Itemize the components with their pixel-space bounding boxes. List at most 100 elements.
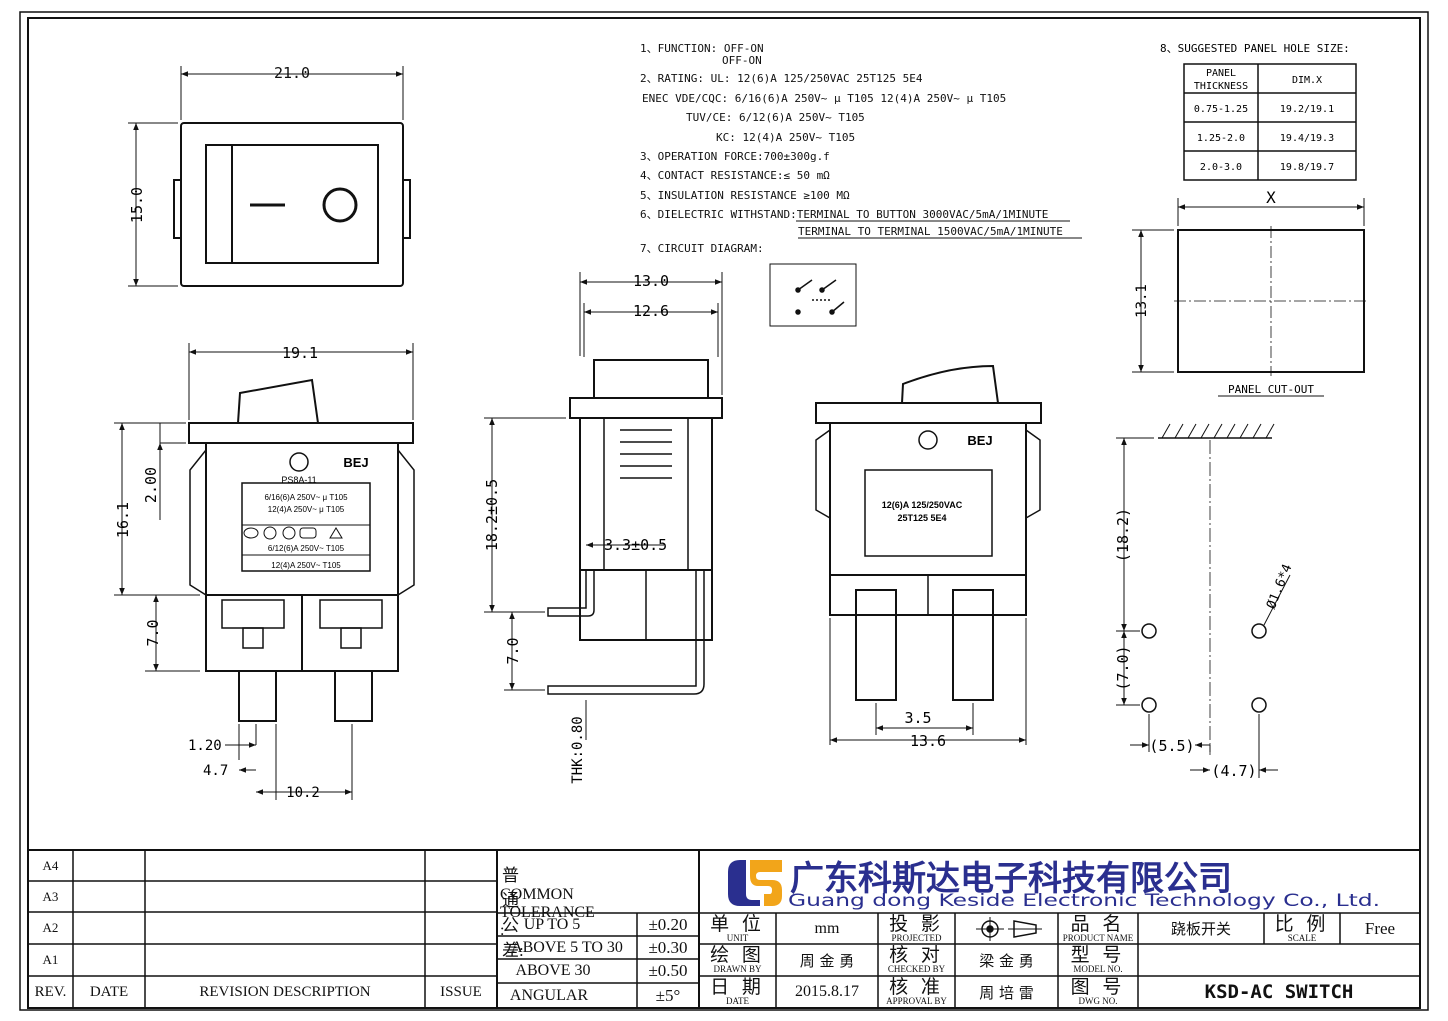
- dim-16-1: 16.1: [114, 502, 132, 538]
- date-header: DATE: [89, 983, 129, 1000]
- dim-width-21: 21.0: [274, 64, 310, 82]
- rev-header: REV.: [34, 983, 67, 1000]
- tol-row-4-label: ANGULAR: [509, 986, 589, 1004]
- issue-header: ISSUE: [440, 983, 482, 1000]
- tolerance-title-en: COMMON TOLERANCE :: [500, 886, 595, 939]
- tolerance-title-cn: 普通公差:: [502, 866, 524, 960]
- rev-row-a3: A3: [42, 888, 59, 904]
- back-brand: BEJ: [967, 433, 992, 448]
- spec-4: TUV/CE: 6/12(6)A 250V~ T105: [686, 111, 865, 124]
- dim-13-0: 13.0: [633, 272, 669, 290]
- rev-row-a2: A2: [42, 920, 59, 935]
- front-view: [128, 66, 411, 287]
- dim-7-0-mid: 7.0: [504, 637, 522, 664]
- dim-19-1: 19.1: [282, 344, 318, 362]
- unit-value: mm: [814, 919, 840, 937]
- spec-list: 1、FUNCTION: OFF-ON OFF-ON 2、RATING: UL: …: [640, 42, 1063, 255]
- tol-row-2-value: ±0.30: [648, 937, 688, 957]
- revision-description-header: REVISION DESCRIPTION: [199, 983, 371, 1000]
- side-brand: BEJ: [343, 455, 368, 470]
- dim-13-6: 13.6: [910, 732, 946, 750]
- product-name-value: 跷板开关: [1170, 920, 1231, 938]
- drawn-by-value: 周 金 勇: [799, 951, 855, 970]
- circuit-diagram: [769, 263, 857, 327]
- panel-cutout: [1132, 198, 1368, 397]
- tol-row-3-label: ABOVE 30: [515, 962, 591, 979]
- panel-hole-title: 8、SUGGESTED PANEL HOLE SIZE:: [1160, 42, 1350, 55]
- company-name-cn: 广东科斯达电子科技有限公司: [790, 859, 1232, 899]
- side-label-2: 12(4)A 250V~ μ T105: [268, 505, 345, 514]
- spec-5: KC: 12(4)A 250V~ T105: [716, 131, 855, 144]
- ph-r1-c1: 0.75-1.25: [1194, 104, 1248, 115]
- tol-row-3-value: ±0.50: [648, 961, 688, 980]
- projection-symbol-icon: [976, 917, 1042, 941]
- dim-7-0-left: 7.0: [144, 619, 162, 646]
- tol-row-1-value: ±0.20: [648, 914, 688, 934]
- dim-3-5: 3.5: [904, 709, 931, 727]
- middle-view: [484, 272, 723, 740]
- ph-r1-c2: 19.2/19.1: [1280, 104, 1334, 115]
- ph-head-1a: PANEL: [1206, 68, 1236, 79]
- dim-3-3: 3.3±0.5: [604, 536, 667, 554]
- ph-r2-c1: 1.25-2.0: [1197, 133, 1245, 144]
- spec-1: 1、FUNCTION: OFF-ON: [640, 42, 764, 55]
- rev-row-a4: A4: [42, 857, 59, 873]
- spec-8: 5、INSULATION RESISTANCE ≥100 MΩ: [640, 189, 850, 202]
- spec-6: 3、OPERATION FORCE:700±300g.f: [640, 150, 830, 163]
- pcb-dim-7-0: (7.0): [1114, 645, 1132, 690]
- outer-border: [19, 11, 1429, 1011]
- spec-7: 4、CONTACT RESISTANCE:≤ 50 mΩ: [640, 169, 830, 182]
- ph-r3-c2: 19.8/19.7: [1280, 162, 1334, 173]
- ph-r2-c2: 19.4/19.3: [1280, 133, 1334, 144]
- company-name-en: Guang dong Keside Electronic Technology …: [788, 891, 1380, 911]
- tol-row-1-label: UP TO 5: [523, 915, 581, 933]
- company-logo-icon: [728, 860, 782, 906]
- pcb-hole: Ø1.6*4: [1264, 562, 1296, 611]
- pcb-dim-18-2: (18.2): [1114, 508, 1132, 562]
- spec-9: 6、DIELECTRIC WITHSTAND:TERMINAL TO BUTTO…: [640, 208, 1048, 221]
- spec-10: TERMINAL TO TERMINAL 1500VAC/5mA/1MINUTE: [798, 225, 1063, 238]
- spec-1b: OFF-ON: [722, 54, 762, 67]
- tol-row-4-value: ±5°: [655, 985, 681, 1005]
- cutout-x: X: [1266, 188, 1276, 207]
- cert-marks: [243, 526, 343, 540]
- dim-thk: THK:0.80: [570, 716, 586, 783]
- cutout-height: 13.1: [1134, 284, 1150, 318]
- dim-12-6: 12.6: [633, 302, 669, 320]
- date-value: 2015.8.17: [795, 983, 859, 1000]
- title-block-grid: [28, 849, 1420, 1008]
- spec-2: 2、RATING: UL: 12(6)A 125/250VAC 25T125 5…: [640, 72, 923, 85]
- back-label-1: 12(6)A 125/250VAC: [882, 500, 963, 510]
- dim-1-20: 1.20: [188, 738, 222, 754]
- pcb-dim-5-5: (5.5): [1149, 737, 1194, 755]
- back-label-2: 25T125 5E4: [897, 513, 946, 523]
- back-view: [815, 364, 1042, 745]
- spec-3: ENEC VDE/CQC: 6/16(6)A 250V~ μ T105 12(4…: [642, 92, 1006, 105]
- dim-10-2: 10.2: [286, 785, 320, 801]
- dim-height-15: 15.0: [128, 187, 146, 223]
- dim-18-2: 18.2±0.5: [483, 479, 501, 551]
- dim-4-7: 4.7: [203, 763, 228, 779]
- panel-hole-table: [1183, 63, 1357, 181]
- dwg-no-value: KSD-AC SWITCH: [1204, 981, 1354, 1003]
- side-label-3: 6/12(6)A 250V~ T105: [268, 544, 345, 553]
- pcb-dim-4-7: (4.7): [1211, 762, 1256, 780]
- ph-r3-c1: 2.0-3.0: [1200, 162, 1242, 173]
- inner-border: [27, 17, 1421, 1009]
- side-view: [114, 343, 415, 800]
- ph-head-1b: THICKNESS: [1194, 81, 1248, 92]
- side-model: PS8A-11: [281, 475, 316, 485]
- side-label-4: 12(4)A 250V~ T105: [271, 561, 341, 570]
- side-label-1: 6/16(6)A 250V~ μ T105: [264, 493, 348, 502]
- rev-row-a1: A1: [42, 952, 59, 967]
